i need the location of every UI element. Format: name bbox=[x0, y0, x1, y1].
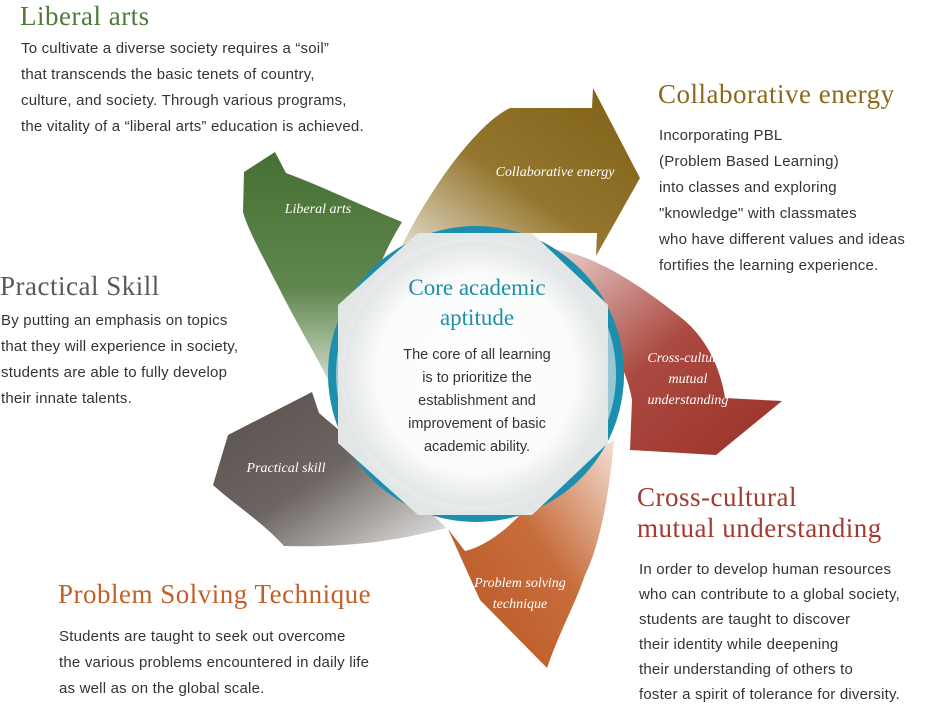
arrow-label-liberal-arts: Liberal arts bbox=[284, 202, 352, 217]
problem-solving-description: Students are taught to seek out overcome… bbox=[59, 628, 370, 697]
practical-skill-title: Practical Skill bbox=[0, 271, 160, 301]
core-title: Core academic aptitude bbox=[408, 275, 546, 330]
problem-solving-title: Problem Solving Technique bbox=[58, 579, 372, 609]
arrow-label-problem-solving: Problem solving technique bbox=[474, 576, 566, 612]
liberal-arts-description: To cultivate a diverse society requires … bbox=[21, 40, 364, 135]
arrow-label-practical-skill: Practical skill bbox=[246, 461, 326, 476]
practical-skill-description: By putting an emphasis on topics that th… bbox=[1, 312, 239, 407]
cross-cultural-description: In order to develop human resources who … bbox=[639, 561, 901, 703]
liberal-arts-title: Liberal arts bbox=[20, 1, 150, 31]
collaborative-energy-title: Collaborative energy bbox=[658, 79, 895, 109]
arrow-label-collaborative-energy: Collaborative energy bbox=[495, 165, 615, 180]
arrow-label-cross-cultural: Cross-cultural mutual understanding bbox=[647, 351, 729, 408]
arrow-collaborative-energy bbox=[402, 88, 640, 256]
core-circle bbox=[344, 242, 608, 506]
arrow-liberal-arts bbox=[243, 152, 402, 400]
arrow-problem-solving bbox=[448, 440, 614, 668]
cross-cultural-title: Cross-cultural mutual understanding bbox=[637, 482, 882, 543]
arrow-practical-skill bbox=[213, 392, 446, 547]
core-description: The core of all learning is to prioritiz… bbox=[403, 347, 551, 455]
collaborative-energy-description: Incorporating PBL (Problem Based Learnin… bbox=[659, 127, 906, 274]
